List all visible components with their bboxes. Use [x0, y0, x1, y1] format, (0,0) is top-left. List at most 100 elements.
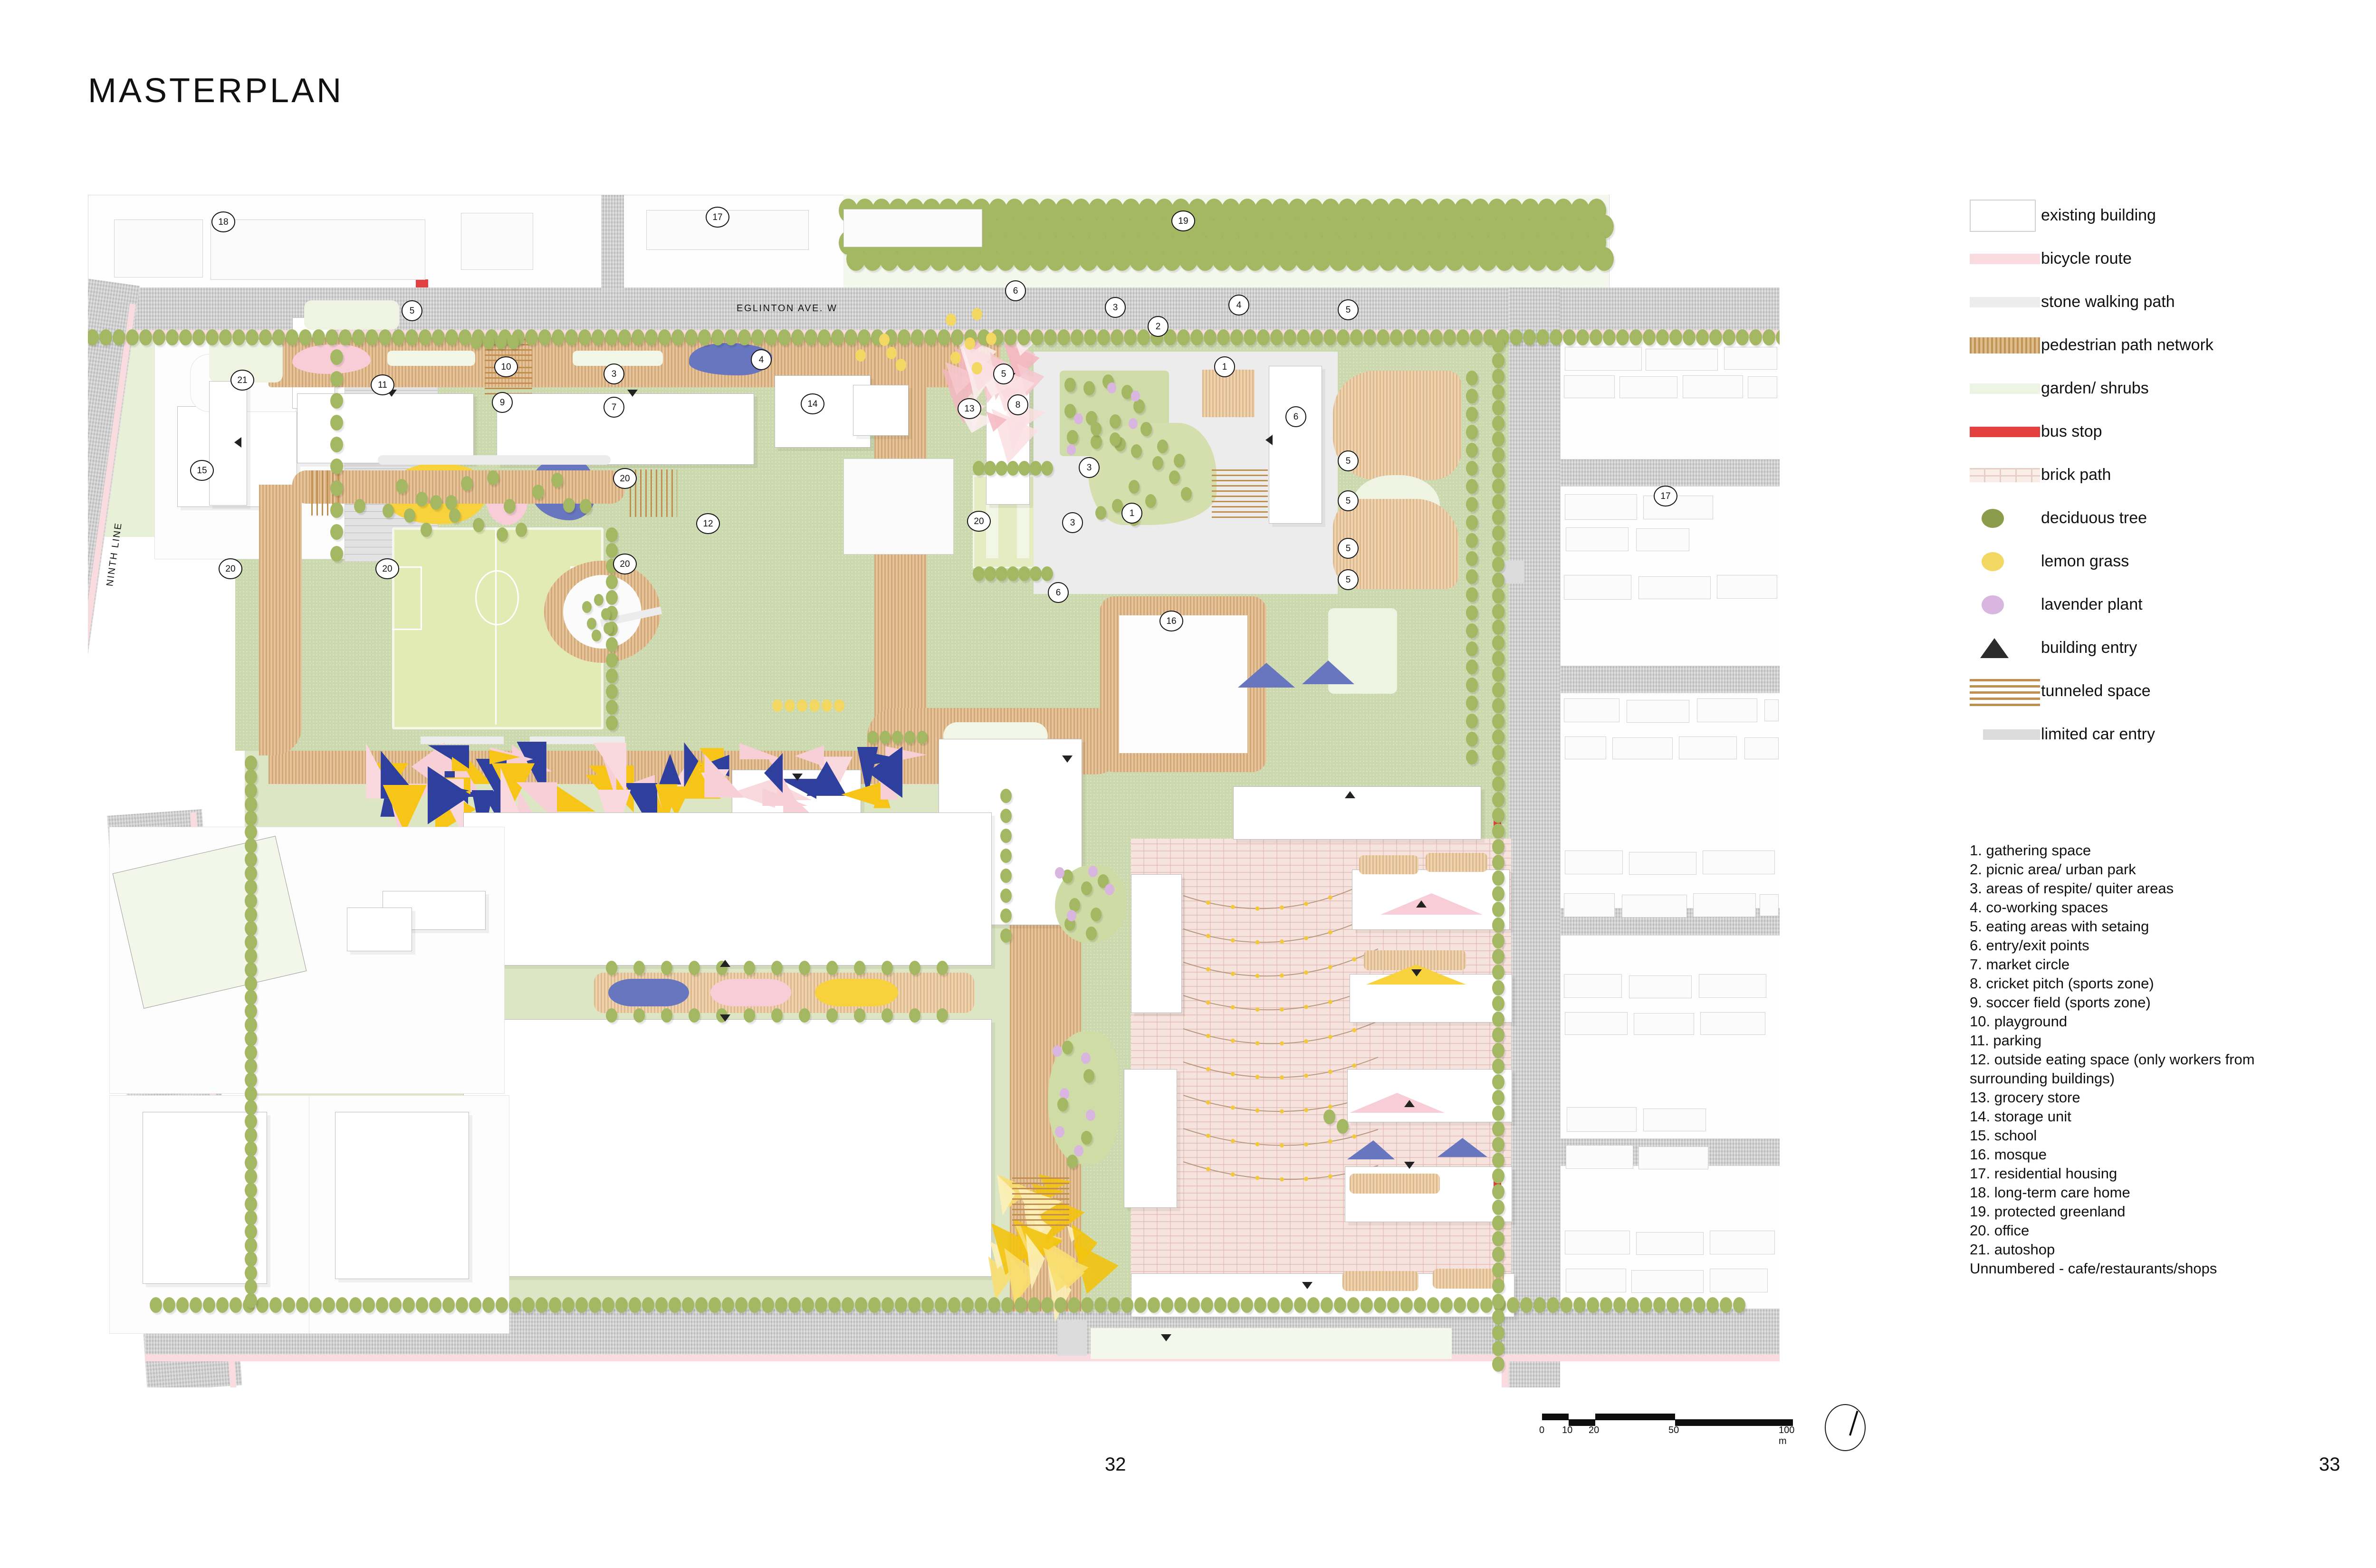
map-marker-17[interactable]: 17	[706, 207, 729, 228]
bus-stop-north	[416, 279, 428, 287]
key-list-item: 7. market circle	[1970, 956, 2070, 973]
deciduous-tree-icon	[1229, 247, 1248, 271]
map-marker-3[interactable]: 3	[604, 363, 624, 384]
key-list-item: 1. gathering space	[1970, 842, 2091, 859]
scale-tick-50: 50	[1668, 1425, 1679, 1435]
map-marker-17[interactable]: 17	[1654, 486, 1677, 507]
context-building-nw-1	[114, 220, 203, 277]
deciduous-tree-icon	[963, 247, 982, 271]
map-marker-20[interactable]: 20	[613, 554, 637, 574]
map-marker-5[interactable]: 5	[1338, 538, 1359, 559]
road-north-cross	[601, 195, 624, 290]
map-marker-2[interactable]: 2	[1148, 316, 1169, 337]
building-entry-icon-12	[1404, 1100, 1415, 1107]
ne-building-3	[853, 385, 909, 436]
road-east-cross-1	[1560, 459, 1780, 486]
map-marker-19[interactable]: 19	[1171, 210, 1195, 231]
map-marker-5[interactable]: 5	[1338, 450, 1359, 471]
building-entry-icon-8	[720, 1014, 730, 1022]
key-list-item: 15. school	[1970, 1127, 2037, 1144]
map-marker-10[interactable]: 10	[494, 356, 518, 377]
north-spine-garden-1	[387, 351, 475, 366]
map-marker-18[interactable]: 18	[211, 211, 235, 232]
map-marker-4[interactable]: 4	[1228, 295, 1249, 316]
scale-tick-10: 10	[1562, 1425, 1573, 1435]
map-marker-21[interactable]: 21	[230, 370, 254, 391]
legend-swatch-icon	[1970, 468, 2041, 482]
deciduous-tree-icon	[1329, 247, 1348, 271]
map-marker-15[interactable]: 15	[190, 460, 214, 481]
scale-tick-20: 20	[1589, 1425, 1600, 1435]
key-list-item: 10. playground	[1970, 1013, 2068, 1030]
deciduous-tree-icon	[1162, 247, 1181, 271]
key-list-item: 12. outside eating space (only workers f…	[1970, 1051, 2255, 1087]
map-marker-12[interactable]: 12	[696, 513, 720, 534]
key-list-item: 4. co-working spaces	[1970, 899, 2108, 916]
scale-seg-50-100	[1675, 1419, 1793, 1426]
map-marker-3[interactable]: 3	[1105, 297, 1126, 318]
map-marker-14[interactable]: 14	[801, 393, 824, 414]
tunneled-space-ne	[1212, 466, 1268, 518]
key-list-item: 18. long-term care home	[1970, 1184, 2130, 1201]
legend-symbol	[1970, 426, 2040, 437]
map-marker-9[interactable]: 9	[492, 392, 513, 413]
key-list-item: 8. cricket pitch (sports zone)	[1970, 975, 2154, 992]
map-marker-6[interactable]: 6	[1048, 582, 1069, 603]
key-list-item: 21. autoshop	[1970, 1241, 2055, 1258]
map-marker-20[interactable]: 20	[613, 468, 637, 489]
legend-swatch-icon	[1970, 383, 2041, 394]
map-marker-4[interactable]: 4	[751, 349, 772, 370]
deciduous-tree-icon	[1545, 247, 1564, 271]
deciduous-tree-icon	[1345, 247, 1364, 271]
road-ridgeway-dr	[1509, 287, 1560, 1387]
key-list-item: 14. storage unit	[1970, 1108, 2071, 1125]
building-entry-icon-13	[1404, 1162, 1415, 1169]
legend-swatch-icon	[1970, 595, 2041, 614]
map-marker-3[interactable]: 3	[1062, 512, 1083, 533]
map-marker-11[interactable]: 11	[371, 374, 394, 395]
map-marker-1[interactable]: 1	[1214, 356, 1235, 377]
key-list-item: 3. areas of respite/ quiter areas	[1970, 880, 2174, 897]
scale-bar: 0 10 20 50 100 m	[1539, 1414, 1794, 1446]
deciduous-tree-icon	[946, 247, 965, 271]
legend-symbol	[1982, 595, 2004, 614]
map-marker-5[interactable]: 5	[1338, 569, 1359, 590]
map-marker-3[interactable]: 3	[1079, 457, 1100, 478]
map-marker-7[interactable]: 7	[604, 397, 624, 418]
deciduous-tree-icon	[1362, 247, 1381, 271]
masterplan-map[interactable]: EGLINTON AVE. W NINTH LINE RIDGEWAY DR.	[88, 195, 1780, 1387]
legend-symbol	[1980, 638, 2009, 658]
legend-swatch-icon	[1970, 508, 2041, 528]
deciduous-tree-icon	[1029, 247, 1048, 271]
key-list-item: 13. grocery store	[1970, 1089, 2080, 1106]
map-marker-13[interactable]: 13	[958, 398, 981, 419]
map-marker-5[interactable]: 5	[1338, 299, 1359, 320]
legend-swatch-icon	[1970, 199, 2041, 238]
map-marker-8[interactable]: 8	[1007, 394, 1028, 415]
map-marker-16[interactable]: 16	[1159, 611, 1183, 631]
map-marker-5[interactable]: 5	[402, 300, 422, 321]
deciduous-tree-icon	[1196, 247, 1215, 271]
map-marker-5[interactable]: 5	[1338, 490, 1359, 511]
map-marker-20[interactable]: 20	[375, 558, 399, 579]
legend-label: building entry	[2041, 639, 2137, 657]
map-marker-20[interactable]: 20	[219, 558, 242, 579]
map-marker-5[interactable]: 5	[993, 363, 1014, 384]
deciduous-tree-icon	[1379, 247, 1398, 271]
deciduous-tree-icon	[1412, 247, 1431, 271]
deciduous-tree-icon	[1512, 247, 1531, 271]
map-marker-6[interactable]: 6	[1005, 280, 1026, 301]
context-building-n-2	[843, 209, 982, 247]
building-entry-icon-9	[1345, 791, 1355, 798]
map-marker-6[interactable]: 6	[1285, 406, 1306, 427]
legend-row-building-entry: building entry	[1970, 626, 2302, 669]
deciduous-tree-icon	[1595, 247, 1614, 271]
north-arrow	[1825, 1404, 1866, 1451]
garden-nw	[304, 300, 399, 330]
legend-label: existing building	[2041, 206, 2156, 224]
map-marker-1[interactable]: 1	[1121, 503, 1142, 524]
legend-label: tunneled space	[2041, 682, 2151, 700]
map-marker-20[interactable]: 20	[967, 511, 991, 532]
